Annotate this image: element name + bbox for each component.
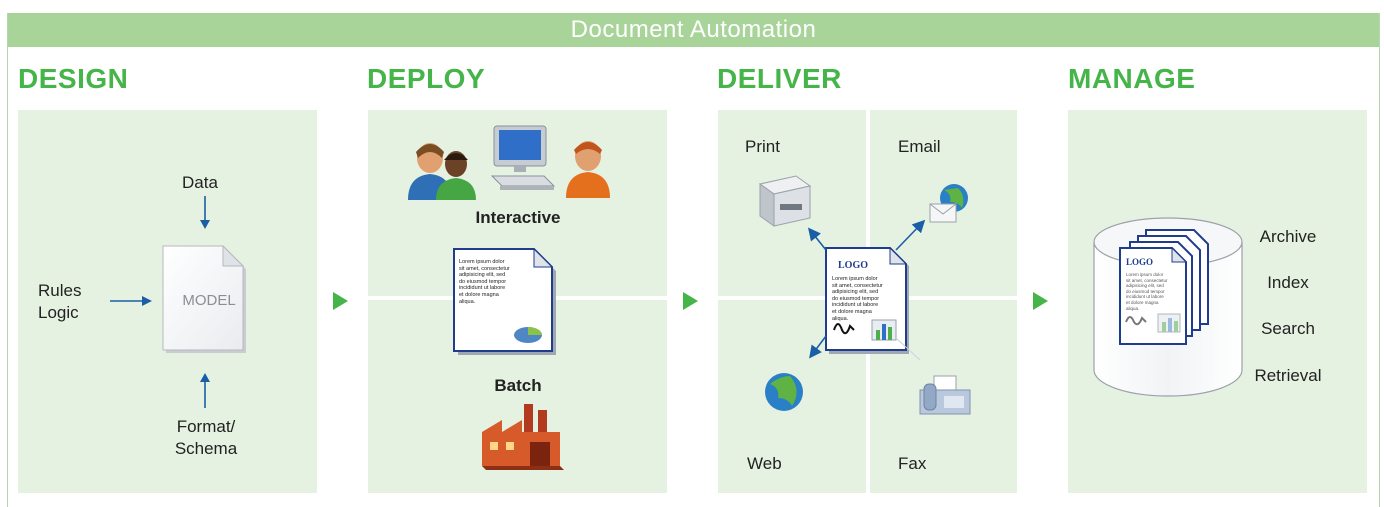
design-heading: DESIGN xyxy=(18,63,129,94)
print-label: Print xyxy=(745,137,780,156)
users-icon xyxy=(408,143,476,200)
doc-text-line: Lorem ipsum dolor xyxy=(1126,272,1164,277)
design-panel: Data Rules Logic MODEL Format/ Schema xyxy=(18,110,317,493)
doc-text-line: incididunt ut labore xyxy=(1126,294,1164,300)
deploy-panel: Interactive Lorem ipsum dolor sit amet, … xyxy=(368,110,667,493)
deliver-panel: Print Email Web Fax LOGO Lor xyxy=(718,110,1017,493)
format-schema-label: Format/ Schema xyxy=(168,416,244,460)
deploy-document-text: Lorem ipsum dolor sit amet, consectetur … xyxy=(459,259,531,305)
doc-text-line: adipisicing elit, sed xyxy=(1126,283,1164,289)
computer-icon xyxy=(490,125,556,190)
deliver-logo: LOGO xyxy=(838,260,869,271)
fax-icon xyxy=(919,375,971,415)
doc-text-line: aliqua. xyxy=(459,298,476,305)
doc-text-line: et dolore magna xyxy=(459,291,499,298)
logic-label: Logic xyxy=(38,303,79,322)
doc-text-line: aliqua. xyxy=(1126,305,1140,311)
doc-text-line: do eiusmod tempor xyxy=(459,278,507,285)
retrieval-label: Retrieval xyxy=(1254,366,1322,385)
distribution-arrows-icon xyxy=(808,219,926,361)
fax-label: Fax xyxy=(898,454,927,473)
email-label: Email xyxy=(898,137,941,156)
design-to-deploy-arrow-icon xyxy=(333,292,348,310)
doc-text-line: incididunt ut labore xyxy=(459,285,506,292)
deploy-document-icon xyxy=(453,247,556,355)
web-globe-icon xyxy=(765,373,803,411)
rules-logic-label: Rules Logic xyxy=(38,280,81,324)
doc-text-line: aliqua. xyxy=(832,315,849,322)
data-arrow-icon xyxy=(200,196,210,229)
email-globe-icon xyxy=(929,184,968,223)
doc-text-line: sit amet, consectetur xyxy=(459,265,510,272)
doc-text-line: adipisicing elit, sed xyxy=(832,289,879,296)
doc-text-line: et dolore magna xyxy=(832,308,872,315)
search-label: Search xyxy=(1261,319,1315,338)
deliver-document-text: Lorem ipsum dolor sit amet, consectetur … xyxy=(832,276,892,322)
title-bar: Document Automation xyxy=(7,13,1380,47)
doc-text-line: sit amet, consectetur xyxy=(1126,277,1168,283)
deliver-heading: DELIVER xyxy=(717,63,842,94)
archive-label: Archive xyxy=(1259,227,1317,246)
doc-text-line: Lorem ipsum dolor xyxy=(832,276,878,282)
web-label: Web xyxy=(747,454,782,473)
deliver-to-manage-arrow-icon xyxy=(1033,292,1048,310)
doc-text-line: adipisicing elit, sed xyxy=(459,272,506,279)
batch-label: Batch xyxy=(494,376,542,395)
manage-heading: MANAGE xyxy=(1068,63,1196,94)
doc-text-line: do eiusmod tempor xyxy=(832,295,880,302)
schema-label: Schema xyxy=(174,439,238,458)
factory-icon xyxy=(482,404,564,470)
model-label: MODEL xyxy=(182,292,236,309)
rules-label: Rules xyxy=(38,281,82,300)
deliver-document-icon xyxy=(825,246,909,354)
deploy-heading: DEPLOY xyxy=(367,63,486,94)
doc-text-line: do eiusmod tempor xyxy=(1126,288,1165,294)
printer-icon xyxy=(758,175,812,227)
diagram-frame xyxy=(7,13,1380,507)
page-title: Document Automation xyxy=(570,16,817,43)
doc-text-line: incididunt ut labore xyxy=(832,302,879,309)
rules-arrow-icon xyxy=(110,296,152,306)
doc-text-line: sit amet, consectetur xyxy=(832,282,883,289)
interactive-label: Interactive xyxy=(475,208,561,227)
user-icon xyxy=(566,141,610,198)
data-label: Data xyxy=(182,173,218,192)
model-document-icon xyxy=(162,245,246,353)
index-label: Index xyxy=(1267,273,1309,292)
manage-logo: LOGO xyxy=(1126,257,1154,267)
deploy-to-deliver-arrow-icon xyxy=(683,292,698,310)
stacked-documents-icon xyxy=(1119,229,1209,345)
manage-panel: LOGO Lorem ipsum dolor sit amet, consect… xyxy=(1068,110,1367,493)
manage-document-text: Lorem ipsum dolor sit amet, consectetur … xyxy=(1126,272,1180,311)
doc-text-line: et dolore magna xyxy=(1126,299,1159,305)
doc-text-line: Lorem ipsum dolor xyxy=(459,259,505,265)
format-arrow-icon xyxy=(200,373,210,408)
format-label: Format/ xyxy=(176,417,236,436)
